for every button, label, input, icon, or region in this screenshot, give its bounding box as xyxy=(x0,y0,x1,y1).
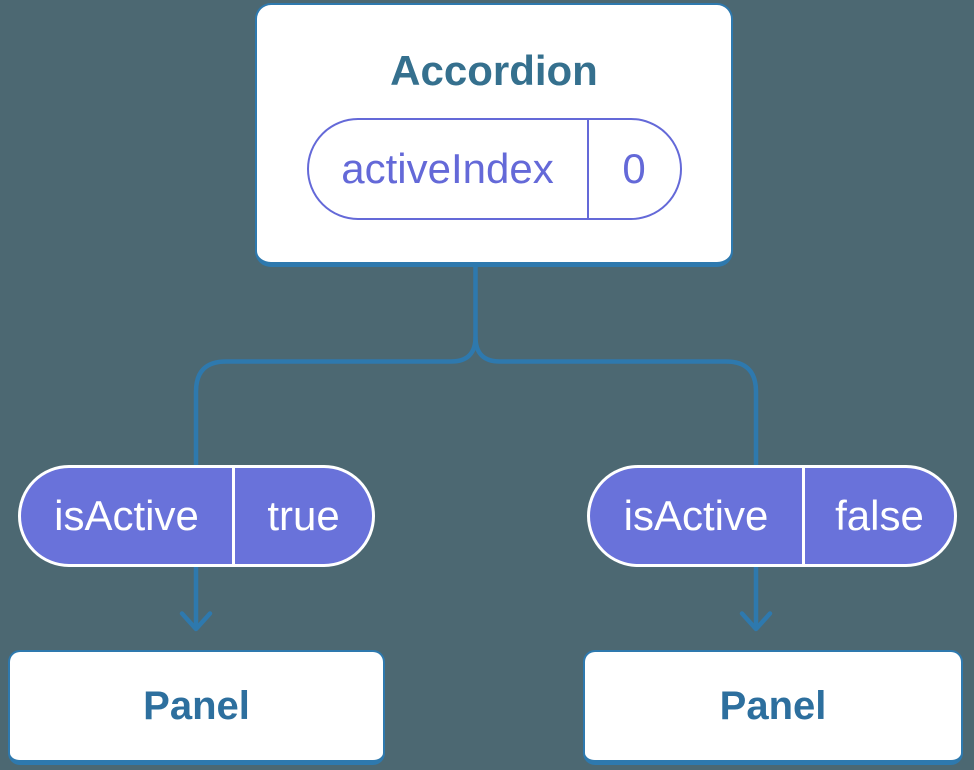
pill-divider xyxy=(802,468,805,564)
panel-node-left: Panel xyxy=(8,650,385,765)
state-pill-activeindex: activeIndex 0 xyxy=(306,118,682,220)
prop-pill-value: false xyxy=(835,492,924,539)
connector-line-left xyxy=(193,265,478,626)
connector-line-right xyxy=(473,336,759,626)
arrow-down-icon xyxy=(179,611,213,632)
prop-pill-isactive-false: isActive false xyxy=(587,465,957,567)
pill-divider xyxy=(586,120,589,218)
prop-pill-label: isActive xyxy=(623,492,769,539)
prop-pill-label: isActive xyxy=(54,492,199,539)
panel-node-title: Panel xyxy=(143,683,250,728)
arrow-down-icon xyxy=(739,611,773,632)
pill-divider xyxy=(232,468,235,564)
state-pill-label: activeIndex xyxy=(341,145,554,192)
accordion-node-title: Accordion xyxy=(390,47,598,94)
panel-node-title: Panel xyxy=(719,683,827,728)
prop-pill-isactive-true: isActive true xyxy=(18,465,375,567)
panel-node-right: Panel xyxy=(583,650,963,765)
prop-pill-value: true xyxy=(267,492,340,539)
state-pill-value: 0 xyxy=(622,145,646,192)
accordion-node: Accordion activeIndex 0 xyxy=(255,3,733,267)
